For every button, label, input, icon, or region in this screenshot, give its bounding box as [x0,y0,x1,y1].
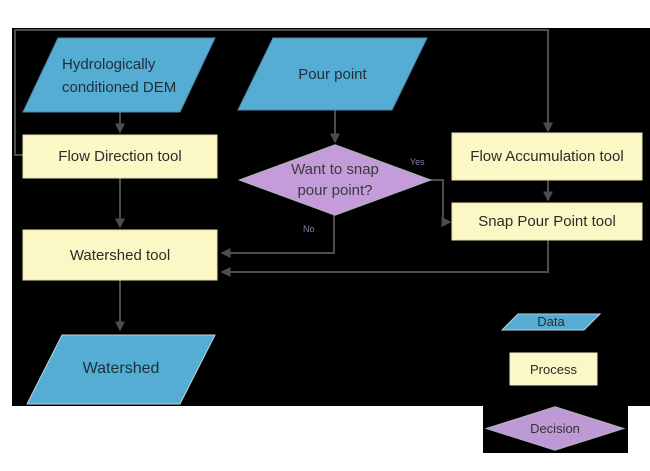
node-dem-shape [22,37,216,113]
edge-decision-no-to-watershedtool [220,215,335,258]
legend-process-shape [509,352,598,386]
node-watershed-tool-shape [22,229,218,281]
node-flow-accumulation-shape [451,132,643,181]
edge-decision-yes-to-snappourpoint [430,179,452,227]
legend-decision-shape [484,406,626,451]
edge-flowdirection-to-flowaccumulation [14,29,553,156]
node-decision-shape [237,144,433,216]
legend-data-shape [500,313,602,331]
node-pour-point-shape [237,37,428,111]
node-watershed-shape [26,334,216,405]
node-flow-direction-shape [22,134,218,179]
node-snap-pour-point-shape [451,202,643,241]
edge-snappourpoint-to-watershedtool [220,240,549,277]
